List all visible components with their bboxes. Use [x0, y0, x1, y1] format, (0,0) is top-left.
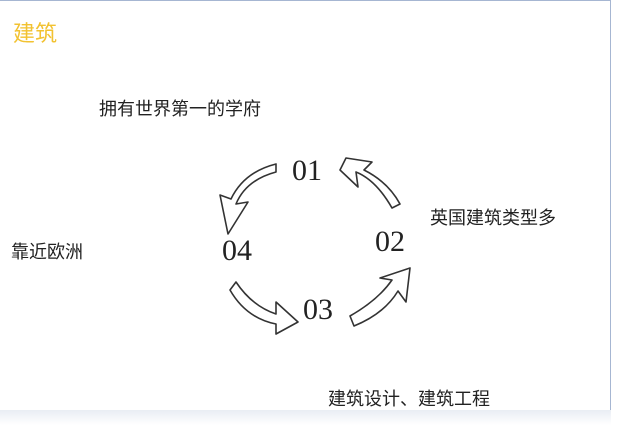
label-left: 靠近欧洲: [11, 242, 83, 263]
arrow-top-right-icon: [339, 157, 401, 209]
cycle-step-02: 02: [375, 225, 405, 258]
arrow-top-left-icon: [219, 163, 277, 235]
label-bottom: 建筑设计、建筑工程: [328, 389, 490, 410]
slide-shadow: [0, 410, 611, 425]
arrow-bottom-right-icon: [349, 267, 411, 327]
cycle-step-04: 04: [222, 234, 252, 267]
slide-title: 建筑: [13, 22, 58, 47]
slide-frame: [0, 0, 611, 411]
cycle-step-01: 01: [292, 154, 322, 187]
label-top: 拥有世界第一的学府: [99, 99, 261, 120]
cycle-step-03: 03: [303, 293, 333, 326]
label-right: 英国建筑类型多: [430, 208, 556, 229]
arrow-bottom-left-icon: [229, 281, 299, 335]
